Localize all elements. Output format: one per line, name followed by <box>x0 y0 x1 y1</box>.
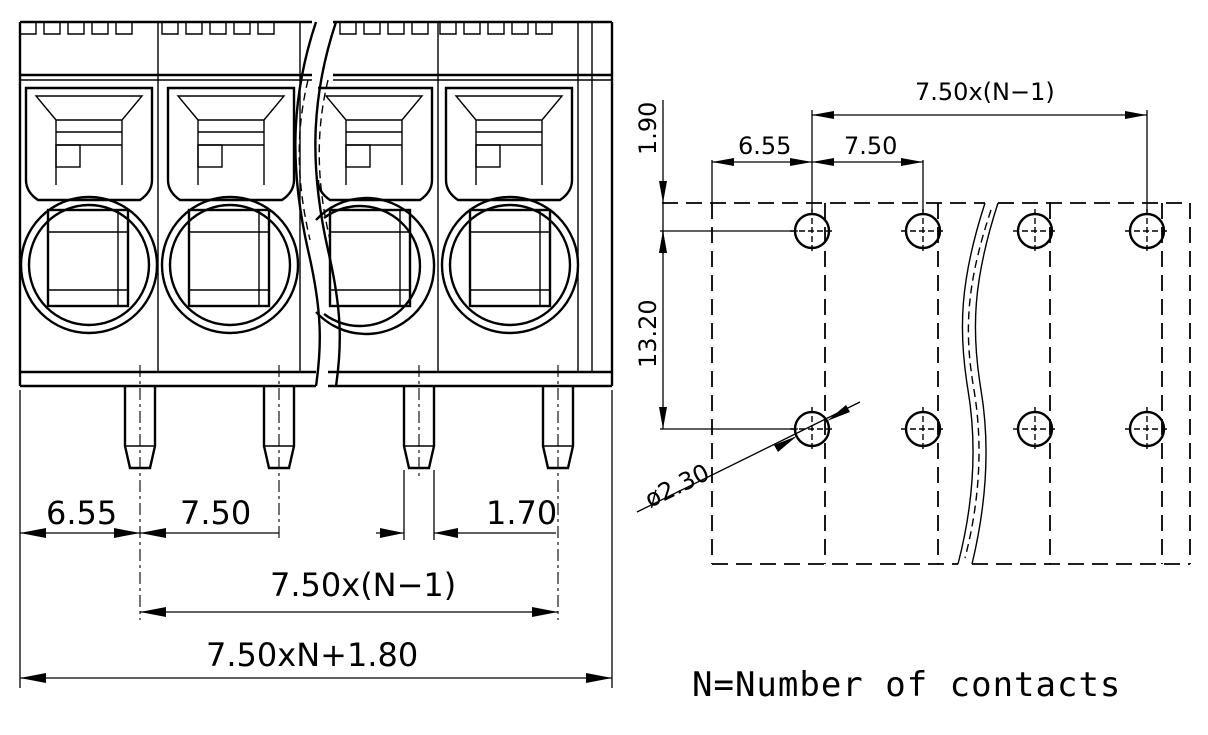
pcb-dim-6-55: 6.55 <box>712 132 812 166</box>
dim-label: 7.50xN+1.80 <box>206 636 418 674</box>
hole <box>1013 407 1057 451</box>
pcb-dim-top-span: 7.50x(N−1) <box>812 78 1147 119</box>
pcb-dim-diameter: ø2.30 <box>636 401 861 513</box>
pcb-dim-7-50: 7.50 <box>812 132 923 166</box>
dim-label: 13.20 <box>634 299 662 368</box>
connector-body <box>18 22 614 388</box>
dim-label: ø2.30 <box>640 458 714 513</box>
terminal-pole-1 <box>19 86 159 335</box>
break-line <box>294 21 341 387</box>
dashed-outline <box>662 202 1191 565</box>
dim-label: 7.50 <box>844 132 897 160</box>
contacts-note: N=Number of contacts <box>692 665 1121 705</box>
dim-7-50: 7.50 <box>140 494 279 538</box>
pcb-extension-lines <box>660 110 1148 430</box>
top-notch-strip <box>19 20 612 35</box>
dim-total-length: 7.50xN+1.80 <box>20 636 612 683</box>
terminal-pole-3 <box>315 86 436 336</box>
pins <box>123 386 575 470</box>
dim-label: 6.55 <box>46 494 117 532</box>
pcb-dim-13-20: 13.20 <box>634 231 667 429</box>
dim-label: 1.70 <box>486 494 557 532</box>
dim-label: 7.50 <box>180 494 251 532</box>
pcb-layout: 7.50x(N−1) 6.55 7.50 1.90 13.20 <box>634 78 1191 565</box>
pcb-holes <box>790 209 1169 451</box>
dim-pin-span: 7.50x(N−1) <box>140 566 558 617</box>
dim-label: 6.55 <box>738 132 791 160</box>
pcb-dim-1-90: 1.90 <box>634 100 667 254</box>
hole <box>901 407 945 451</box>
dim-6-55: 6.55 <box>20 494 140 538</box>
front-view: 6.55 7.50 1.70 7.50x(N−1) 7.50xN <box>18 20 614 688</box>
pin-center-lines <box>139 365 559 620</box>
hole <box>1125 407 1169 451</box>
terminal-pole-4 <box>440 86 580 335</box>
hole <box>1013 209 1057 253</box>
dim-label: 7.50x(N−1) <box>270 566 456 604</box>
hole <box>1125 209 1169 253</box>
terminal-pole-2 <box>160 86 300 335</box>
pcb-break-line <box>957 202 999 565</box>
dim-label: 1.90 <box>634 102 662 155</box>
dim-1-70: 1.70 <box>376 494 557 538</box>
dim-label: 7.50x(N−1) <box>915 78 1055 106</box>
hole <box>901 209 945 253</box>
